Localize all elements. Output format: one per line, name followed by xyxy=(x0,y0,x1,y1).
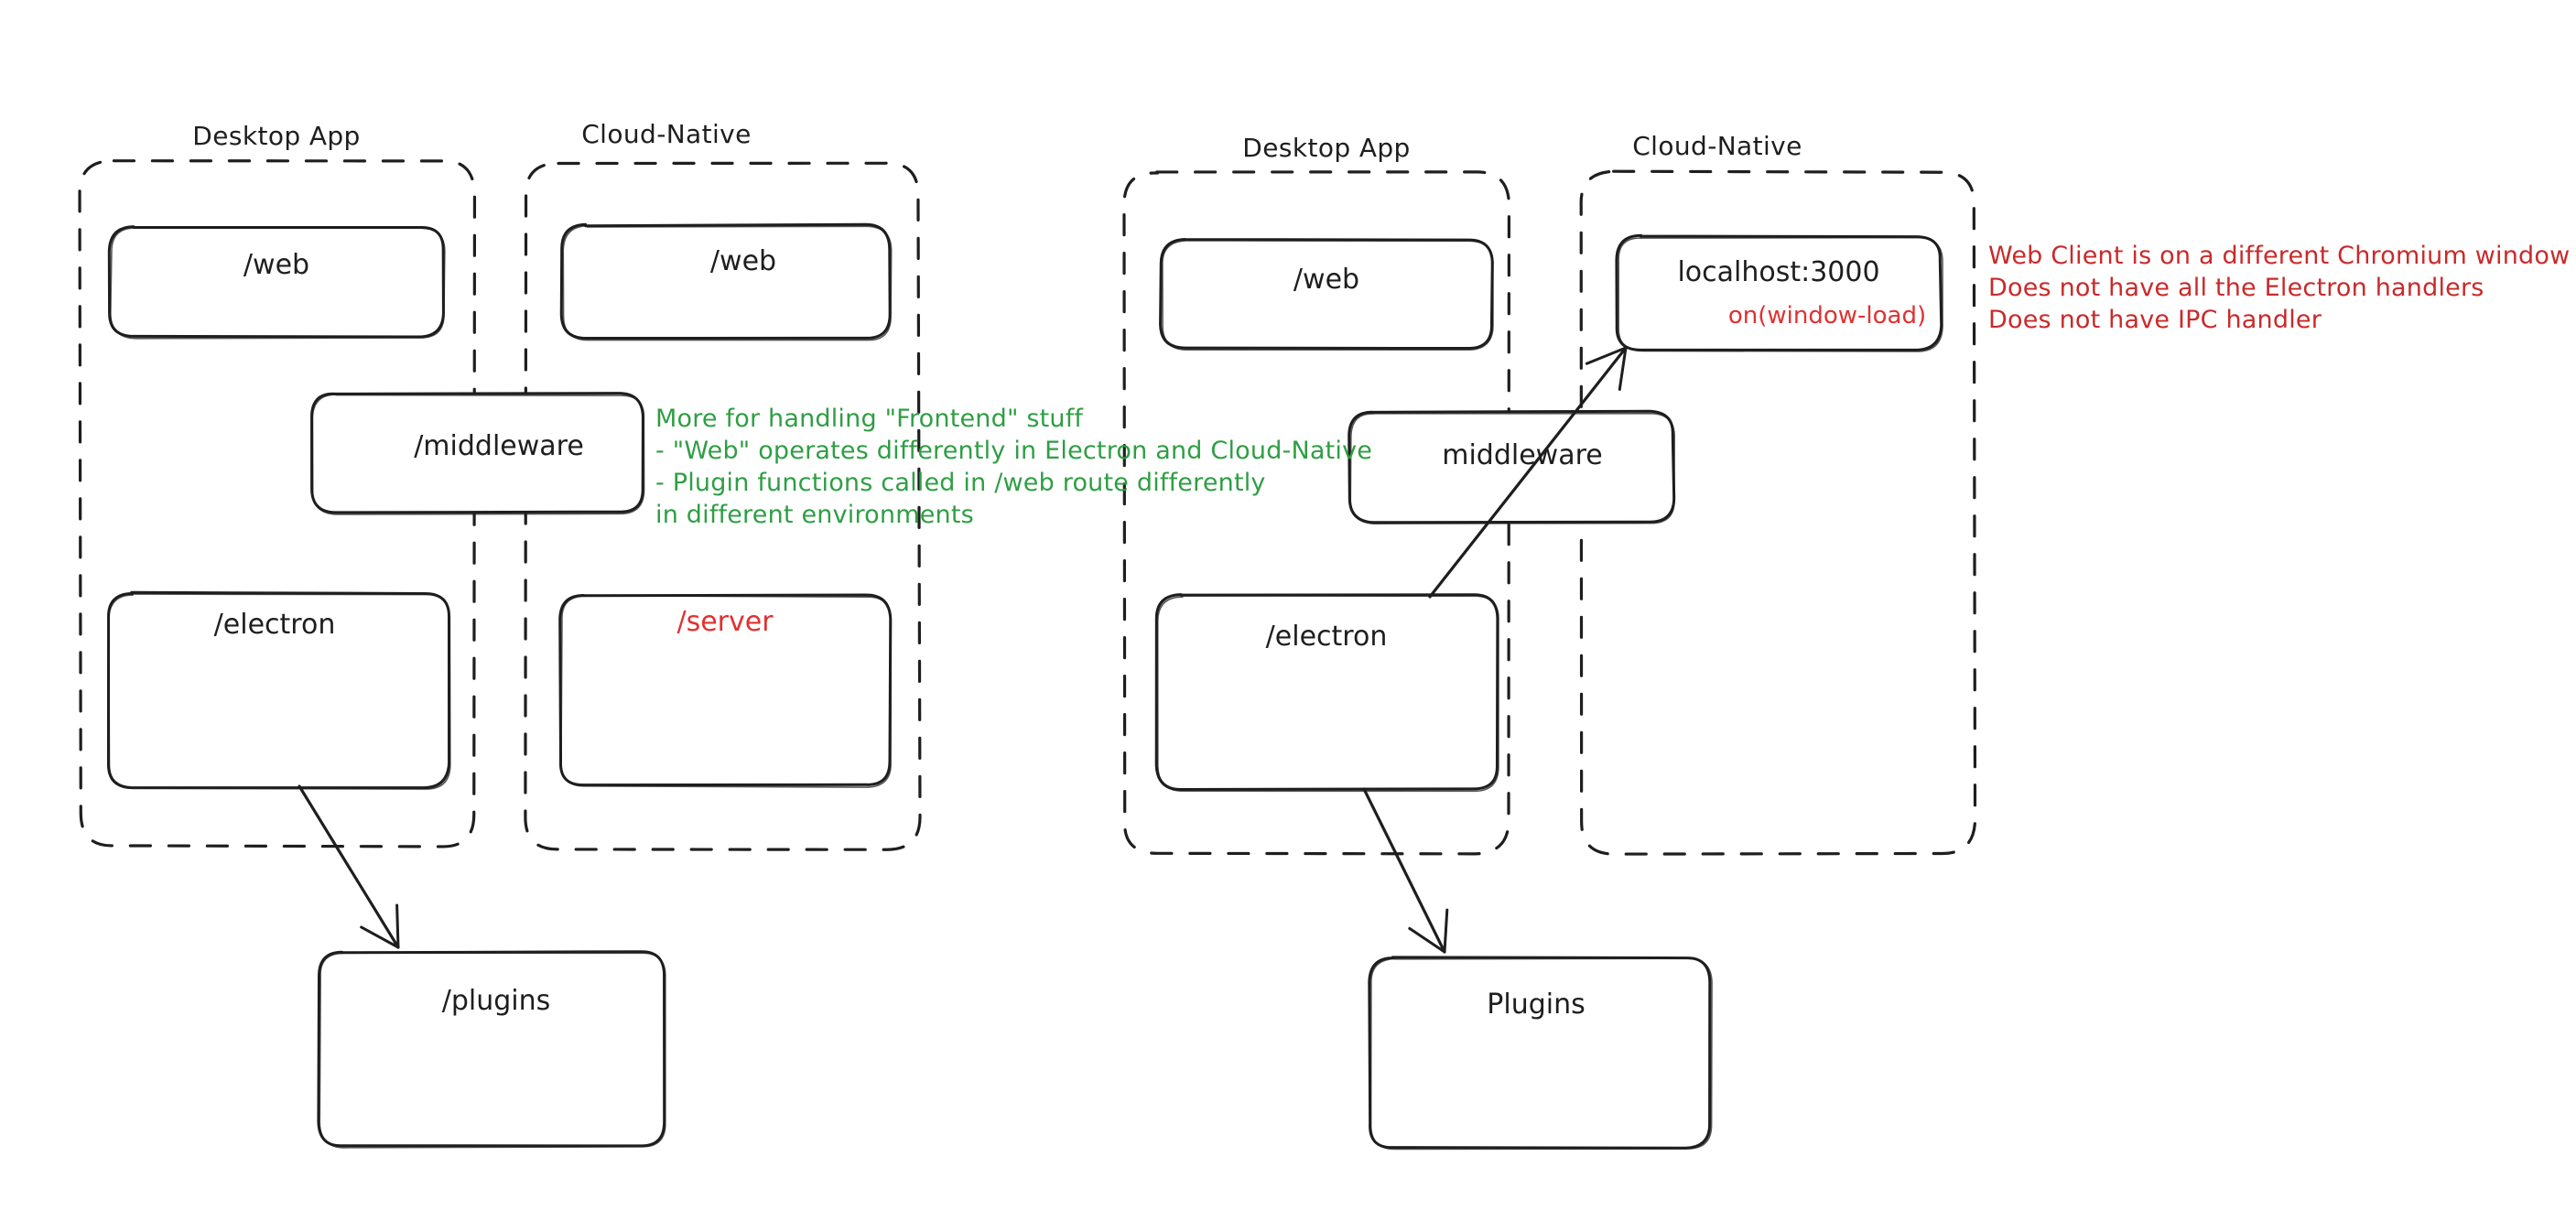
node-label-right-localhost: localhost:3000 xyxy=(1677,256,1880,288)
panel-label-left-desktop-app: Desktop App xyxy=(192,121,361,151)
arrow-left-electron-to-plugins xyxy=(298,784,400,949)
arrow-right-electron-to-localhost xyxy=(1428,346,1628,599)
node-label-right-plugins: Plugins xyxy=(1487,989,1586,1021)
note-line: Does not have IPC handler xyxy=(1988,306,2322,335)
note-line: - Plugin functions called in /web route … xyxy=(655,469,1266,498)
note-line: Web Client is on a different Chromium wi… xyxy=(1988,242,2571,270)
node-right-localhost[interactable] xyxy=(1615,233,1943,352)
node-label-left-web-desktop: /web xyxy=(243,249,310,281)
node-label-left-middleware: /middleware xyxy=(414,430,584,462)
note-line: Does not have all the Electron handlers xyxy=(1988,274,2484,303)
panel-label-left-cloud-native: Cloud-Native xyxy=(581,119,752,149)
node-label-left-plugins: /plugins xyxy=(441,985,551,1017)
node-label-left-server: /server xyxy=(676,606,774,638)
arrow-right-electron-to-plugins xyxy=(1362,787,1449,954)
node-left-web-cloud[interactable] xyxy=(559,222,893,341)
note-line: - "Web" operates differently in Electron… xyxy=(655,437,1373,466)
node-label-right-electron: /electron xyxy=(1265,621,1388,653)
node-left-plugins[interactable] xyxy=(317,950,666,1149)
note-frontend-note: More for handling "Frontend" stuff - "Web… xyxy=(655,403,1372,531)
node-label-right-web-desktop: /web xyxy=(1293,264,1360,296)
note-line: in different environments xyxy=(655,501,974,530)
panel-label-right-desktop-app: Desktop App xyxy=(1242,133,1411,163)
node-label-right-middleware: middleware xyxy=(1442,439,1603,471)
node-left-web-desktop[interactable] xyxy=(107,225,446,340)
note-web-client-note: Web Client is on a different Chromium wi… xyxy=(1988,240,2570,336)
node-sublabel-right-localhost: on(window-load) xyxy=(1727,302,1927,330)
node-right-plugins[interactable] xyxy=(1368,956,1713,1151)
panel-label-right-cloud-native: Cloud-Native xyxy=(1632,131,1802,161)
node-label-left-electron: /electron xyxy=(213,609,336,641)
node-label-left-web-cloud: /web xyxy=(709,245,777,277)
note-line: More for handling "Frontend" stuff xyxy=(655,405,1084,433)
